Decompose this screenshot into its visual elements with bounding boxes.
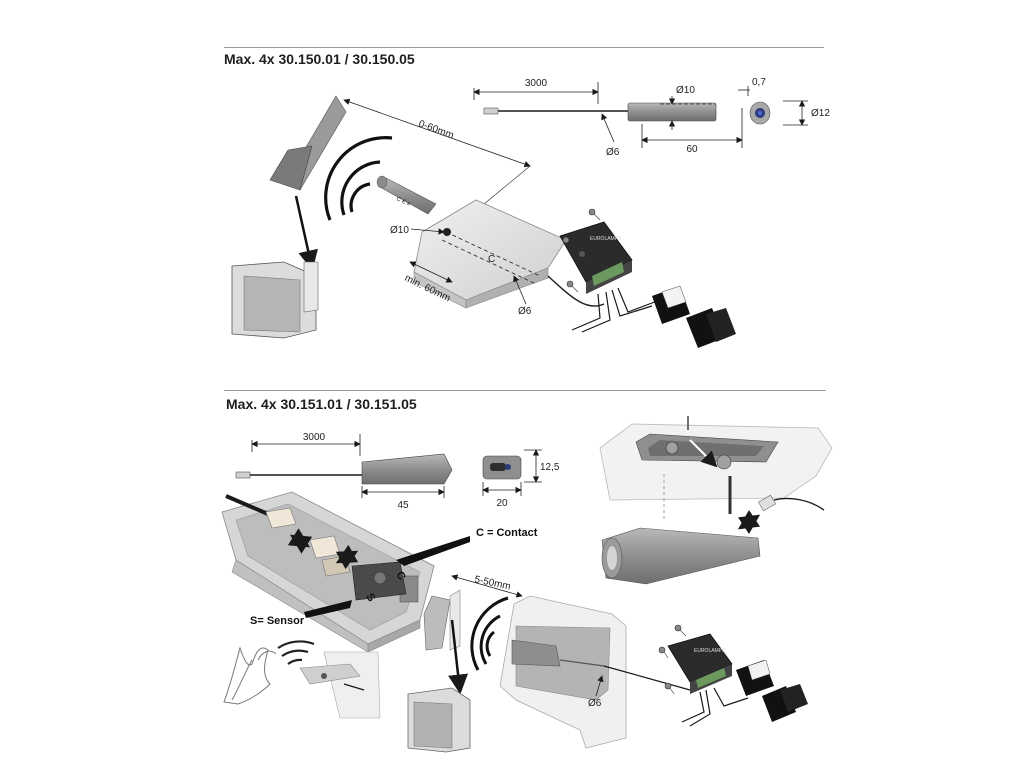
s1-dim-sensor-diameter: Ø10 — [676, 85, 695, 96]
s1-dim-sensor-length: 60 — [686, 144, 698, 155]
s1-door-panel — [269, 95, 347, 271]
section1-rule — [224, 47, 824, 48]
s2-mounting-box — [499, 595, 691, 749]
s2-undercabinet-install — [599, 416, 833, 535]
s2-dim-width: 20 — [496, 498, 508, 509]
s2-callout-sensor: S= Sensor — [250, 615, 305, 627]
s2-hand-signal-waves-icon — [277, 640, 315, 665]
section2-title: Max. 4x 30.151.01 / 30.151.05 — [226, 396, 417, 412]
s2-dim-length: 45 — [397, 500, 409, 511]
s1-dim-head-diameter: Ø12 — [811, 108, 830, 119]
sensor1-tech-drawing: 3000 Ø10 60 Ø6 0,7 Ø12 — [473, 77, 830, 158]
s1-dim-cable-diameter: Ø6 — [606, 147, 620, 158]
s1-dim-hole-diameter: Ø10 — [390, 225, 409, 236]
s1-screw-icons — [562, 208, 601, 293]
s2-dim-range: 5-50mm — [473, 574, 511, 592]
s2-adhesive-pads — [736, 659, 808, 722]
s1-driver-module: EUROLAMPS — [559, 221, 633, 294]
s2-dim-cable-length: 3000 — [303, 432, 326, 443]
section1-title: Max. 4x 30.150.01 / 30.150.05 — [224, 51, 415, 67]
svg-text:EUROLAMPS: EUROLAMPS — [694, 648, 726, 654]
s2-housing-cutaway: C S — [221, 491, 435, 653]
svg-text:EUROLAMPS: EUROLAMPS — [590, 236, 622, 242]
s1-dim-range: 0-60mm — [417, 118, 455, 141]
s2-callout-contact: C = Contact — [476, 527, 538, 539]
s1-dim-cable-length: 3000 — [525, 78, 548, 89]
s1-adhesive-pads — [652, 285, 736, 348]
s2-dim-channel-diameter: Ø6 — [588, 698, 602, 709]
s2-profile-bar — [601, 527, 761, 585]
s1-cabinet-icon — [231, 261, 319, 339]
s1-dim-face-thickness: 0,7 — [752, 77, 766, 88]
s2-signal-waves-icon — [470, 596, 509, 671]
svg-text:C € ≡: C € ≡ — [395, 196, 411, 208]
s2-cabinet-icon — [407, 687, 471, 753]
s2-shelf-mini — [299, 651, 381, 719]
s2-screw-icons — [658, 624, 687, 695]
s2-door-panel — [423, 589, 469, 695]
svg-text:C: C — [488, 254, 495, 265]
s2-dim-height: 12,5 — [540, 462, 560, 473]
section2-rule — [224, 390, 826, 391]
s2-hand-wave-icon — [223, 646, 277, 705]
s1-sensor-cylinder: C € ≡ — [376, 175, 437, 215]
s2-driver-module: EUROLAMPS — [667, 633, 733, 694]
s1-dim-channel-diameter: Ø6 — [518, 306, 532, 317]
sensor2-tech-drawing: 3000 45 20 12,5 — [235, 432, 560, 511]
